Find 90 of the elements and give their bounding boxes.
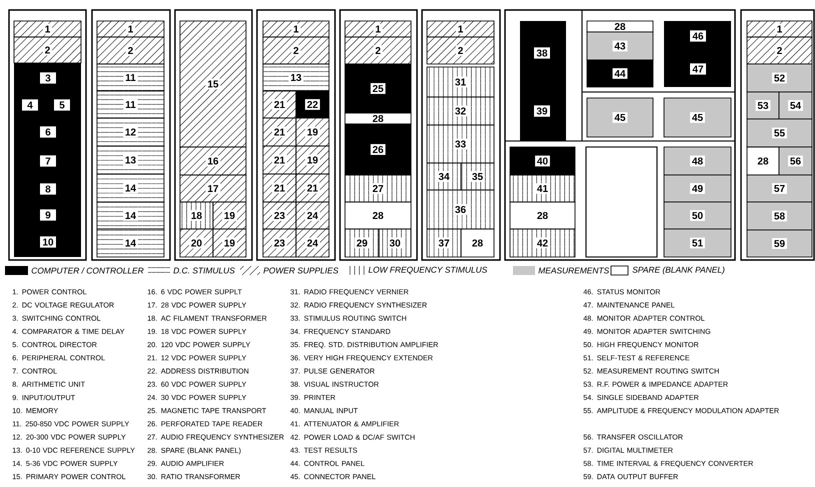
rack-panel: 32 — [426, 96, 494, 126]
rack-panel: 14 — [96, 202, 164, 230]
rack-panel: 28 — [460, 228, 494, 258]
rack-panel: 59 — [746, 230, 812, 258]
panel-number: 8 — [40, 183, 56, 195]
rack-panel: 36 — [426, 190, 494, 230]
panel-number: 38 — [534, 47, 550, 59]
rack-panel: 19 — [296, 146, 330, 174]
rack-panel: 1 — [14, 20, 82, 38]
rack-panel: 14 — [96, 174, 164, 202]
rack-panel: 21 — [262, 118, 296, 146]
rack-panel: 2 — [746, 36, 812, 64]
rack-panel: 2 — [344, 36, 412, 64]
rack-panel: 1 — [344, 20, 412, 38]
rack-panel: 40 — [510, 146, 576, 176]
rack-panel: 54 — [778, 92, 812, 120]
rack-panel: 13 — [96, 146, 164, 174]
rack-panel: 23 — [262, 202, 296, 230]
rack-panel: 17 — [180, 174, 246, 202]
rack-panel: 50 — [664, 202, 732, 230]
rack-panel: 22 — [296, 90, 330, 118]
rack-panel: 1 — [96, 20, 164, 38]
panel-number: 39 — [534, 105, 550, 117]
rack-panel: 28 — [344, 202, 412, 230]
rack-panel: 2 — [262, 36, 330, 64]
rack-panel: 51 — [664, 228, 732, 258]
rack-panel: 2 — [96, 36, 164, 64]
rack-panel: 16 — [180, 146, 246, 176]
rack-panel: 33 — [426, 124, 494, 164]
rack-panel: 1 — [746, 20, 812, 38]
rack-panel: 53 — [746, 92, 780, 120]
rack-panel: 2 — [426, 36, 494, 64]
rack-panel: 15 — [180, 20, 246, 148]
rack-panel: 30 — [378, 228, 412, 258]
panel-number: 46 — [690, 30, 706, 42]
rack-panel: 19 — [212, 202, 246, 230]
legend-label: D.C. STIMULUS — [174, 268, 235, 274]
rack-panel: 13 — [262, 64, 330, 92]
rack-panel: 48 — [664, 146, 732, 176]
rack-panel: 49 — [664, 174, 732, 202]
rack-panel: 23 — [262, 228, 296, 258]
panel-number: 3 — [40, 72, 56, 84]
panel-number: 7 — [40, 155, 56, 167]
rack-panel: 27 — [344, 174, 412, 202]
panel-number: 9 — [40, 209, 56, 221]
rack-panel: 41 — [510, 174, 576, 202]
rack-panel: 21 — [296, 174, 330, 202]
legend-label: LOW FREQUENCY STIMULUS — [368, 266, 488, 274]
panel-number: 47 — [690, 63, 706, 75]
rack-panel: 1 — [426, 20, 494, 38]
rack-panel: 2 — [14, 36, 82, 64]
rack-panel: 21 — [262, 174, 296, 202]
rack-panel: 21 — [262, 90, 296, 118]
blank-panel — [585, 146, 658, 258]
rack-panel: 26 — [344, 124, 412, 176]
rack-panel: 37 — [426, 228, 462, 258]
rack-panel: 29 — [344, 228, 380, 258]
rack-panel: 28 — [510, 202, 576, 230]
rack-panel: 45 — [586, 98, 654, 138]
rack-panel: 57 — [746, 174, 812, 202]
rack-panel: 20 — [180, 228, 214, 258]
legend-label: COMPUTER / CONTROLLER — [32, 267, 144, 274]
rack-panel: 1 — [262, 20, 330, 38]
rack-panel: 42 — [510, 228, 576, 258]
rack-panel: 34 — [426, 162, 462, 190]
rack-panel: 19 — [212, 228, 246, 258]
legend-label: POWER SUPPLIES — [264, 268, 338, 274]
rack-panel: 24 — [296, 202, 330, 230]
rack-panel: 25 — [344, 64, 412, 114]
rack-panel: 11 — [96, 64, 164, 92]
rack-panel: 44 — [586, 60, 654, 88]
rack-panel: 18 — [180, 202, 214, 230]
legend-label: MEASUREMENTS — [538, 268, 610, 274]
rack-panel: 35 — [460, 162, 494, 190]
rack-panel: 56 — [778, 146, 812, 176]
rack-panel: 14 — [96, 228, 164, 258]
rack-panel: 58 — [746, 202, 812, 230]
rack-panel: 45 — [664, 98, 732, 138]
legend-label: SPARE (BLANK PANEL) — [632, 266, 724, 274]
rack-panel: 11 — [96, 90, 164, 118]
panel-number: 4 — [22, 99, 38, 111]
rack-panel: 12 — [96, 118, 164, 146]
rack-panel: 43 — [586, 32, 654, 60]
rack-panel: 24 — [296, 228, 330, 258]
panel-number: 5 — [54, 99, 70, 111]
rack-panel: 31 — [426, 66, 494, 98]
panel-number: 10 — [40, 236, 56, 248]
rack-panel: 19 — [296, 118, 330, 146]
rack-panel: 21 — [262, 146, 296, 174]
panel-number: 6 — [40, 126, 56, 138]
